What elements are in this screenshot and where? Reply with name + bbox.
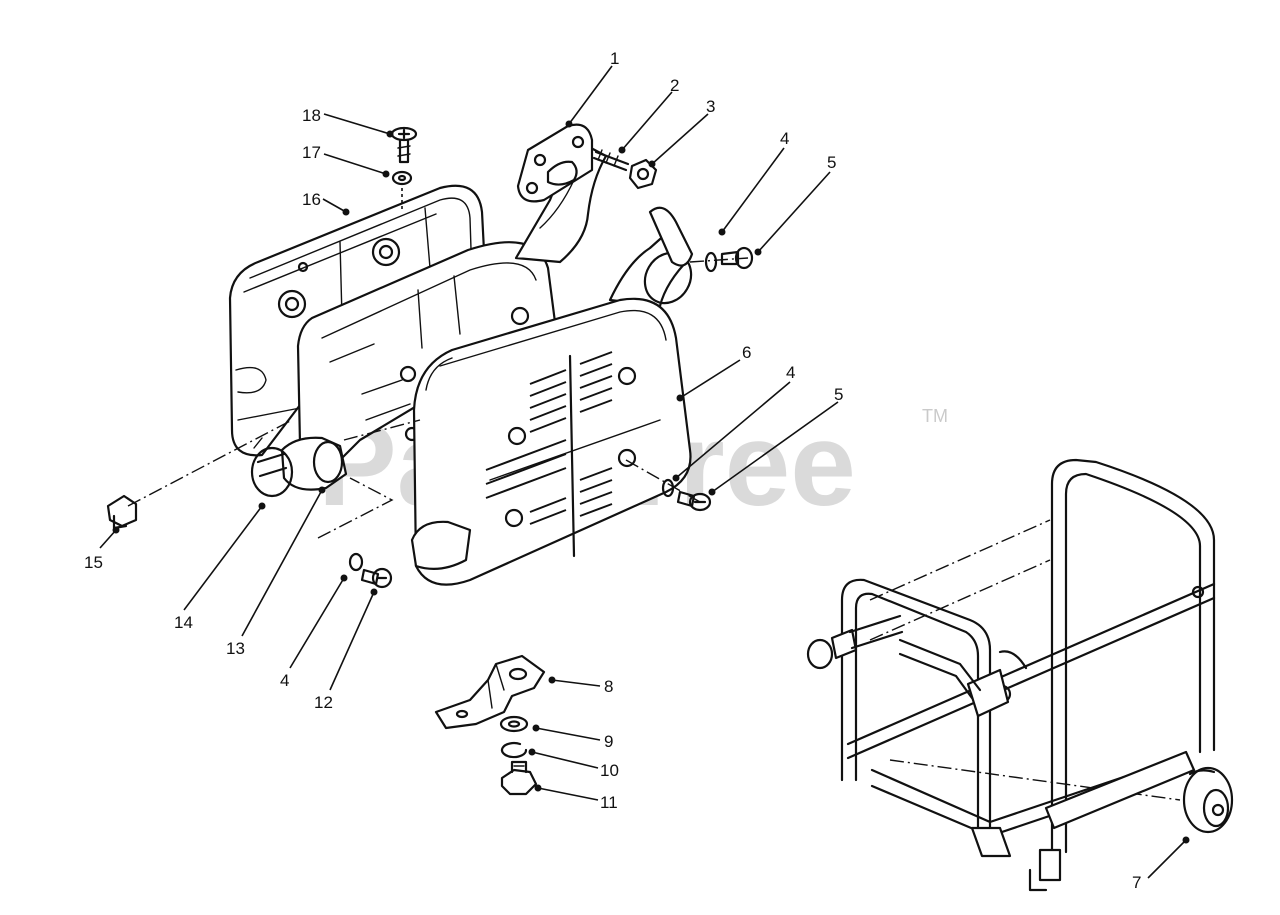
callout-16: 16 [302, 190, 321, 209]
callout-10: 10 [600, 761, 619, 780]
cart-frame-part [806, 458, 1216, 892]
bracket-part [434, 654, 546, 730]
nut-11-part [500, 760, 538, 796]
callout-17: 17 [302, 143, 321, 162]
callout-11: 11 [600, 793, 618, 812]
callout-4-lower: 4 [280, 671, 289, 690]
washer-9-part [499, 715, 529, 733]
muffler-cover-part [410, 297, 692, 586]
callout-4-upper: 4 [780, 129, 789, 148]
watermark-trademark: TM [922, 406, 948, 426]
washer-4-upper-part [704, 251, 718, 273]
callout-6: 6 [742, 343, 751, 362]
screw-12-part [360, 567, 393, 589]
callout-3: 3 [706, 97, 715, 116]
nut-part [628, 158, 658, 190]
callout-12: 12 [314, 693, 333, 712]
callout-18: 18 [302, 106, 321, 125]
callout-5-upper: 5 [827, 153, 836, 172]
drain-plug-part [106, 494, 138, 530]
callout-7: 7 [1132, 873, 1141, 892]
callout-15: 15 [84, 553, 103, 572]
callout-14: 14 [174, 613, 193, 632]
screw-18-part [390, 126, 418, 164]
lock-washer-10-part [500, 741, 528, 759]
flange-gasket-part [516, 123, 594, 203]
stud-part [592, 149, 630, 172]
callout-9: 9 [604, 732, 613, 751]
callouts: 1 2 3 4 5 6 4 5 18 17 [84, 49, 1190, 892]
washer-4-middle-part [661, 478, 675, 498]
callout-1: 1 [610, 49, 619, 68]
callout-2: 2 [670, 76, 679, 95]
callout-5-middle: 5 [834, 385, 843, 404]
cart-wheel-part [1182, 766, 1234, 834]
washer-4-lower-part [348, 552, 364, 572]
callout-4-middle: 4 [786, 363, 795, 382]
spark-arrestor-part [250, 436, 348, 498]
callout-13: 13 [226, 639, 245, 658]
callout-8: 8 [604, 677, 613, 696]
washer-17-part [391, 170, 413, 186]
